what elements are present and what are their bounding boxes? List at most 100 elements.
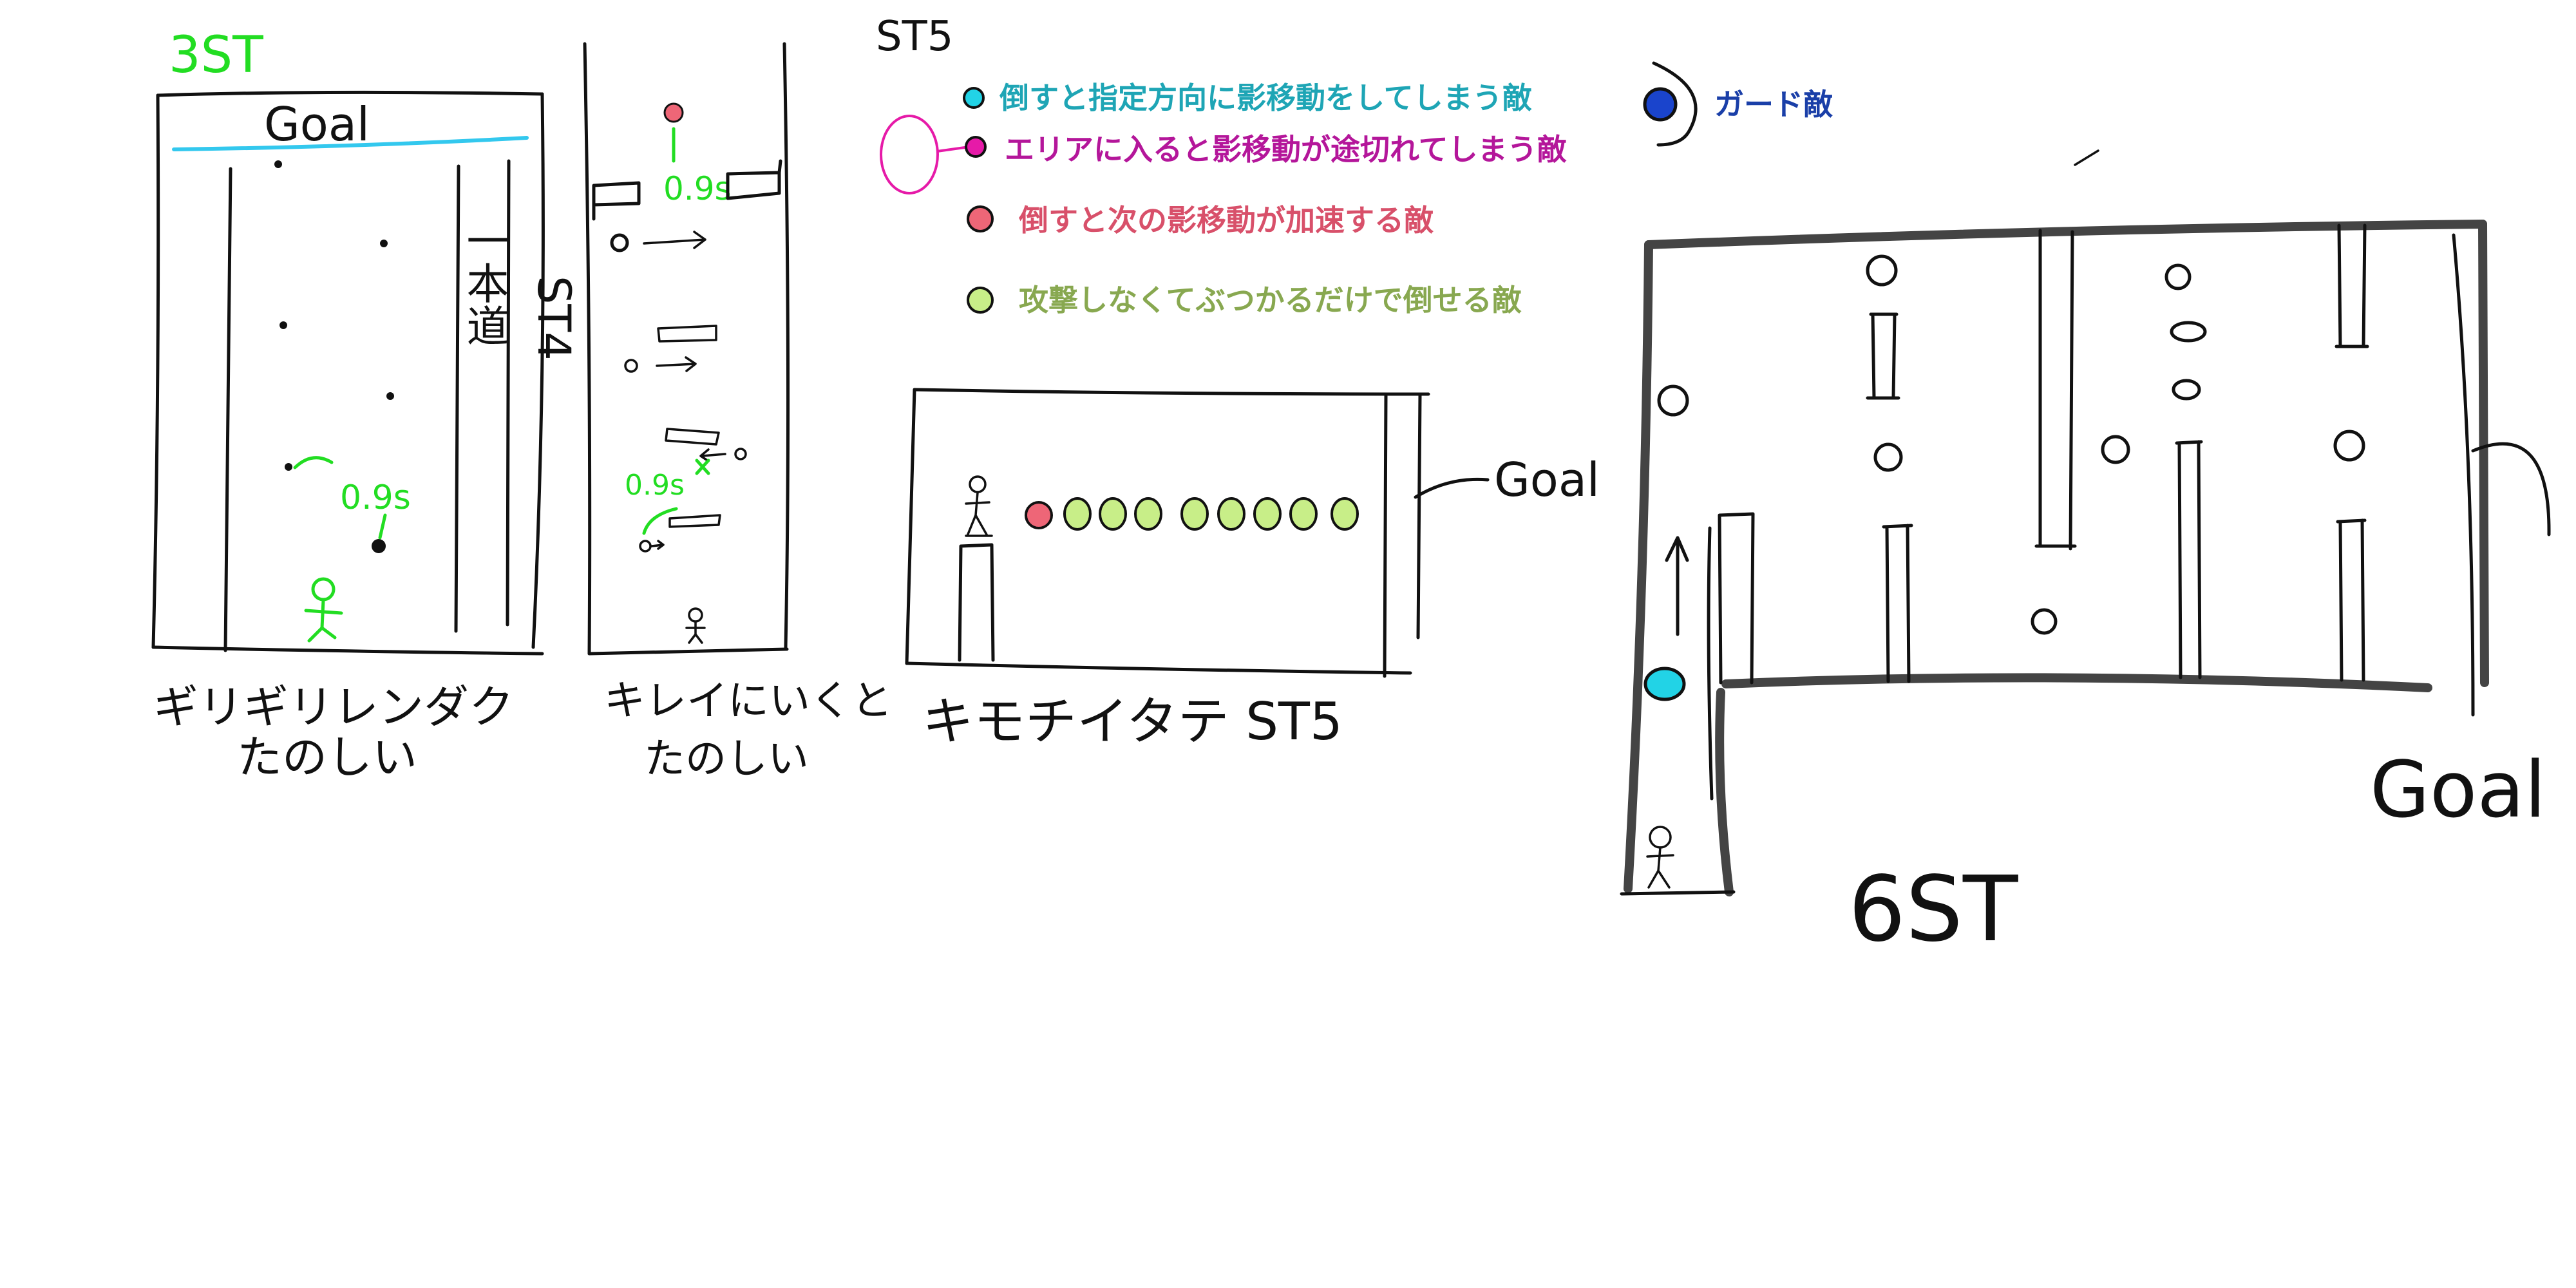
stage3-side-note: 一本道 xyxy=(460,219,509,346)
stage6-pillar xyxy=(1882,524,1913,683)
st5-title: ST5 xyxy=(876,13,953,61)
stage4-dash-arrow xyxy=(656,356,697,372)
stage3-goal-text: Goal xyxy=(264,97,370,151)
stage6-enemy-ring xyxy=(2170,321,2207,343)
stage5-frame-left xyxy=(905,388,916,665)
stage3-frame-top xyxy=(156,90,544,97)
stage6-goal-text: Goal xyxy=(2370,746,2546,835)
stage4-frame-bottom xyxy=(587,647,789,656)
stage3-green-arc xyxy=(293,456,334,469)
green-enemy-swatch xyxy=(967,287,994,314)
stage4-platform xyxy=(665,428,720,446)
stage6-goal-hook xyxy=(2471,442,2551,536)
stage6-enemy-ring xyxy=(1657,384,1689,417)
stage4-label: ST4 xyxy=(527,276,580,361)
stage6-enemy-ring xyxy=(1873,442,1903,472)
stage5-player-figure xyxy=(965,475,993,537)
legend-magenta-text: エリアに入ると影移動が途切れてしまう敵 xyxy=(1005,132,1567,167)
stage5-green-enemy xyxy=(1253,497,1282,531)
stage3-inner-wall-right xyxy=(454,164,460,633)
stage6-enemy-ring xyxy=(2101,435,2130,464)
magenta-area-marker xyxy=(880,115,939,194)
stage4-platform xyxy=(657,325,717,343)
stage6-inner-floor xyxy=(1721,673,2432,692)
stage5-start-pillar xyxy=(958,543,995,662)
stage5-green-enemy xyxy=(1289,497,1318,531)
stage4-timing-top: 0.9s xyxy=(663,170,732,207)
stage6-pillar xyxy=(2034,229,2077,551)
stage3-frame-left xyxy=(151,93,160,649)
stage6-enemy-ring xyxy=(2164,263,2192,290)
stage5-green-enemy xyxy=(1063,497,1092,531)
magenta-enemy-swatch xyxy=(965,136,987,158)
stage3-inner-wall-left xyxy=(223,167,232,652)
stage5-green-enemy xyxy=(1099,497,1127,531)
stage3-wall-divider xyxy=(506,159,511,627)
stage6-up-arrow xyxy=(1665,536,1689,636)
stage4-frame-left xyxy=(583,42,592,656)
stage6-corridor-line xyxy=(1707,526,1714,800)
stage6-enemy-ring xyxy=(2172,379,2201,401)
stage3-frame-right xyxy=(531,92,545,649)
stage3-sketch: 3ST Goal 一本道 0.9s ギリギリレンダク たのしい xyxy=(151,26,545,784)
stage6-start-floor xyxy=(1620,890,1736,896)
stage6-pillar xyxy=(2175,440,2203,679)
legend-panel: ST5 倒すと指定方向に影移動をしてしまう敵 エリアに入ると影移動が途切れてしま… xyxy=(876,13,2099,317)
stage5-red-enemy xyxy=(1025,501,1053,529)
stage5-caption: キモチイタテ ST5 xyxy=(922,692,1343,752)
stage5-green-enemy xyxy=(1180,497,1209,531)
stage3-frame-bottom xyxy=(151,645,544,656)
stage4-small-enemy xyxy=(734,448,747,460)
legend-red-text: 倒すと次の影移動が加速する敵 xyxy=(1018,203,1434,238)
stage6-player-figure xyxy=(1646,826,1674,889)
stage4-dash-arrow xyxy=(650,540,665,550)
stage3-label: 3ST xyxy=(169,26,263,84)
stage6-sketch: Goal 6ST xyxy=(1620,220,2551,962)
stage5-goal-pointer xyxy=(1414,477,1490,499)
stage3-enemy-dot xyxy=(279,321,287,329)
stage6-pillar xyxy=(1866,312,1900,400)
stage4-frame-right xyxy=(782,42,790,649)
stage6-frame-left xyxy=(1624,240,1653,893)
stage5-green-enemy xyxy=(1331,497,1359,531)
stage4-red-enemy xyxy=(663,102,684,123)
stage4-player-figure xyxy=(685,607,706,644)
stage5-green-enemy xyxy=(1134,497,1162,531)
stage6-frame-top xyxy=(1644,220,2487,249)
stage4-platform xyxy=(668,514,721,528)
stage6-enemy-ring xyxy=(1866,254,1898,287)
stage4-small-enemy xyxy=(639,540,652,553)
stage6-pillar xyxy=(2334,223,2369,348)
stage6-enemy-ring xyxy=(2333,430,2365,462)
stage3-caption-line2: たのしい xyxy=(237,731,417,784)
stage4-caption-line2: たのしい xyxy=(644,735,809,783)
stage3-enemy-dot xyxy=(386,392,394,400)
stage4-ring-enemy xyxy=(610,233,629,252)
stage6-label: 6ST xyxy=(1848,857,2018,962)
stage5-frame-bottom xyxy=(905,661,1412,675)
stage6-right-inner-wall xyxy=(2452,233,2475,717)
stage6-cyan-enemy xyxy=(1643,667,1686,701)
stage6-frame-right xyxy=(2478,220,2489,687)
stage5-goal-wall xyxy=(1416,392,1422,639)
stray-stroke xyxy=(2074,149,2099,166)
stage4-small-enemy xyxy=(624,359,638,373)
stage3-enemy-ring xyxy=(372,539,386,553)
guard-shield-arc xyxy=(1652,61,1698,147)
legend-green-text: 攻撃しなくてぶつかるだけで倒せる敵 xyxy=(1019,283,1522,317)
stage5-goal-text: Goal xyxy=(1494,453,1600,507)
stage5-frame-top xyxy=(913,388,1430,396)
legend-cyan-text: 倒すと指定方向に影移動をしてしまう敵 xyxy=(999,80,1532,115)
guard-enemy-swatch xyxy=(1643,87,1678,122)
stage3-goal-line xyxy=(172,136,529,151)
stage6-pillar xyxy=(2336,518,2367,682)
stage5-sketch: Goal キモチイタテ ST5 xyxy=(905,388,1600,752)
stage4-sketch: ST4 0.9s 0.9s キレイにいくと たのしい xyxy=(527,42,893,783)
stage3-enemy-dot xyxy=(285,463,292,471)
stage4-timing-bottom: 0.9s xyxy=(625,469,685,502)
legend-guard-text: ガード敵 xyxy=(1714,87,1833,122)
stage4-back-arrow xyxy=(699,448,726,462)
stage6-corridor-wall xyxy=(1715,688,1734,896)
stage3-player-figure xyxy=(304,577,343,643)
